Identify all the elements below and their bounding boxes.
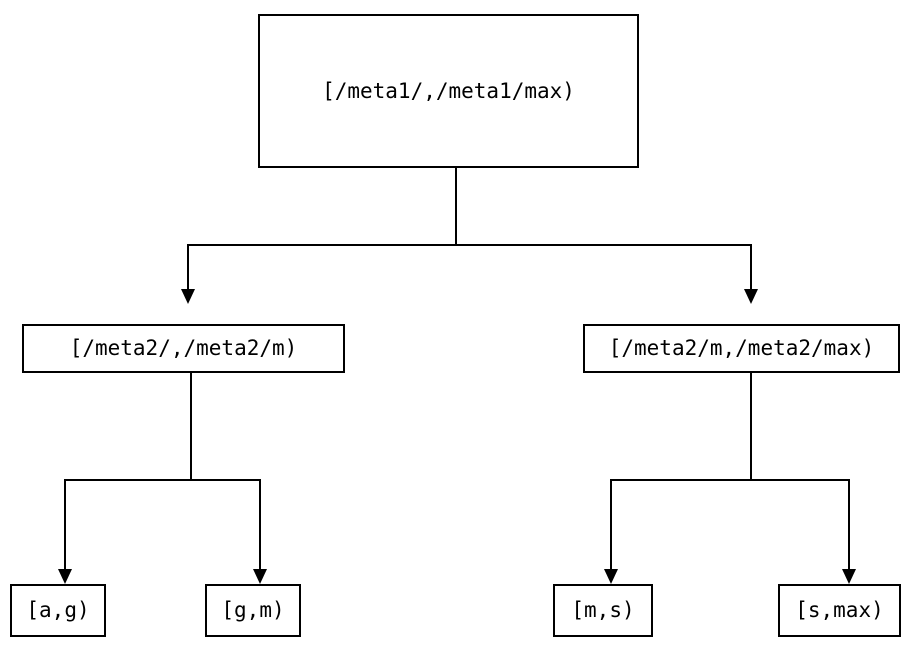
node-leaf-2-label: [g,m) [221, 598, 285, 622]
node-mid-right-label: [/meta2/m,/meta2/max) [608, 336, 875, 360]
node-leaf-1[interactable]: [a,g) [10, 584, 106, 637]
edge-root-branch-bar [187, 244, 752, 246]
edge-mid-right-to-leaf-3 [610, 479, 612, 569]
edge-mid-left-branch-bar [64, 479, 261, 481]
edge-root-to-mid-left [187, 244, 189, 289]
node-mid-right[interactable]: [/meta2/m,/meta2/max) [583, 324, 900, 373]
edge-mid-left-to-leaf-1 [64, 479, 66, 569]
arrowhead-mid-left-to-leaf-1 [58, 569, 72, 584]
node-leaf-4-label: [s,max) [795, 598, 884, 622]
node-leaf-3[interactable]: [m,s) [553, 584, 653, 637]
node-leaf-2[interactable]: [g,m) [205, 584, 301, 637]
arrowhead-mid-left-to-leaf-2 [253, 569, 267, 584]
edge-mid-left-to-leaf-2 [259, 479, 261, 569]
node-root-label: [/meta1/,/meta1/max) [322, 78, 575, 103]
arrowhead-root-to-mid-left [181, 289, 195, 304]
edge-mid-right-to-leaf-4 [848, 479, 850, 569]
edge-root-stem [455, 168, 457, 246]
edge-root-to-mid-right [750, 244, 752, 289]
arrowhead-mid-right-to-leaf-4 [842, 569, 856, 584]
node-mid-left[interactable]: [/meta2/,/meta2/m) [22, 324, 345, 373]
node-leaf-1-label: [a,g) [26, 598, 90, 622]
edge-mid-right-stem [750, 373, 752, 481]
node-leaf-3-label: [m,s) [571, 598, 635, 622]
node-mid-left-label: [/meta2/,/meta2/m) [69, 336, 298, 360]
edge-mid-right-branch-bar [610, 479, 850, 481]
node-leaf-4[interactable]: [s,max) [778, 584, 901, 637]
arrowhead-root-to-mid-right [744, 289, 758, 304]
node-root[interactable]: [/meta1/,/meta1/max) [258, 14, 639, 168]
edge-mid-left-stem [190, 373, 192, 481]
arrowhead-mid-right-to-leaf-3 [604, 569, 618, 584]
